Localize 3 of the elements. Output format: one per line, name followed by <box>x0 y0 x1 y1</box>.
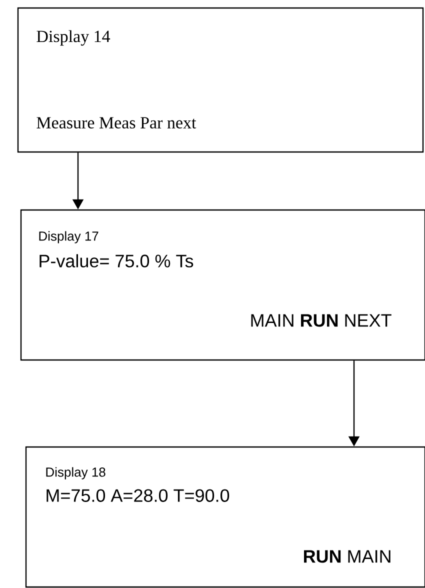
display-box: Display 17 P-value= 75.0 % Ts MAIN RUN NEXT <box>20 209 425 361</box>
display-box: Display 18 M=75.0 A=28.0 T=90.0 RUN MAIN <box>25 446 425 588</box>
display-box: Display 14 Measure Meas Par next <box>17 7 424 153</box>
